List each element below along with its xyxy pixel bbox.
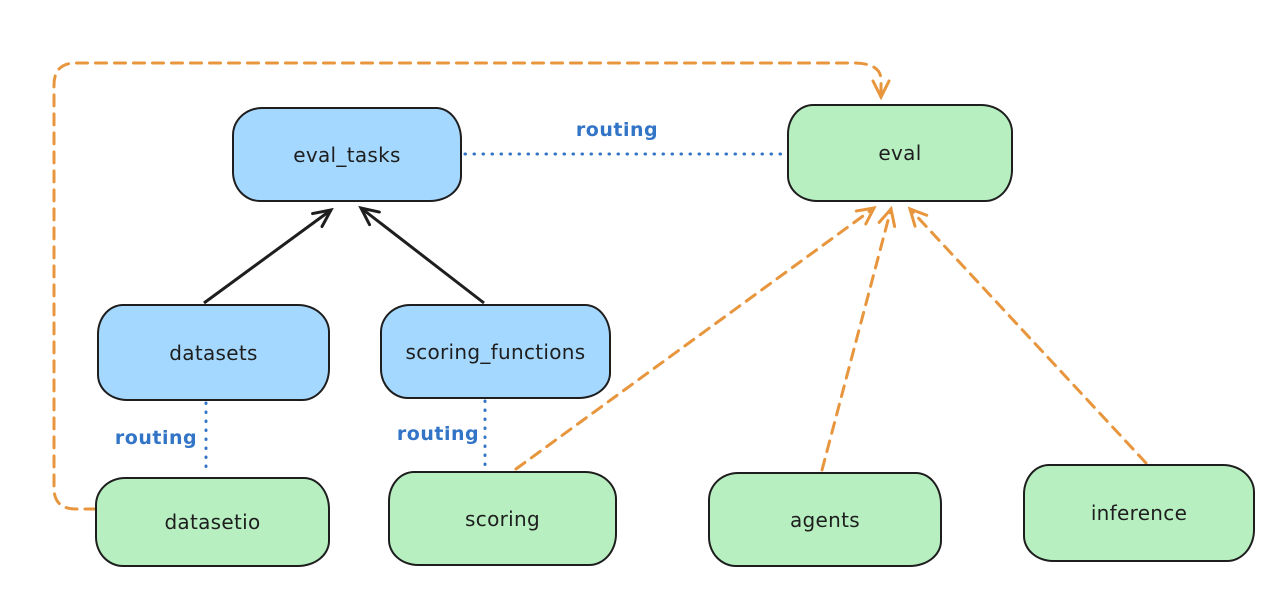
node-scoring: scoring — [388, 471, 617, 566]
edge-datasetio-to-eval — [52, 61, 891, 511]
edge-scoring-to-eval — [514, 206, 877, 471]
edge-datasets-to-eval-tasks — [203, 207, 334, 305]
node-agents: agents — [708, 472, 942, 567]
node-inference: inference — [1023, 464, 1255, 562]
node-eval-tasks: eval_tasks — [232, 107, 462, 202]
edge-agents-to-eval — [820, 205, 897, 472]
routing-label-scoring: routing — [396, 423, 480, 445]
edge-scoring-functions-to-eval-tasks — [358, 205, 485, 305]
node-scoring-functions: scoring_functions — [380, 304, 611, 399]
node-datasets: datasets — [97, 304, 330, 401]
routing-label-top: routing — [575, 119, 659, 141]
edge-inference-to-eval — [907, 206, 1148, 465]
node-eval: eval — [787, 104, 1013, 202]
node-datasetio: datasetio — [95, 477, 330, 567]
routing-label-datasets: routing — [114, 427, 198, 449]
